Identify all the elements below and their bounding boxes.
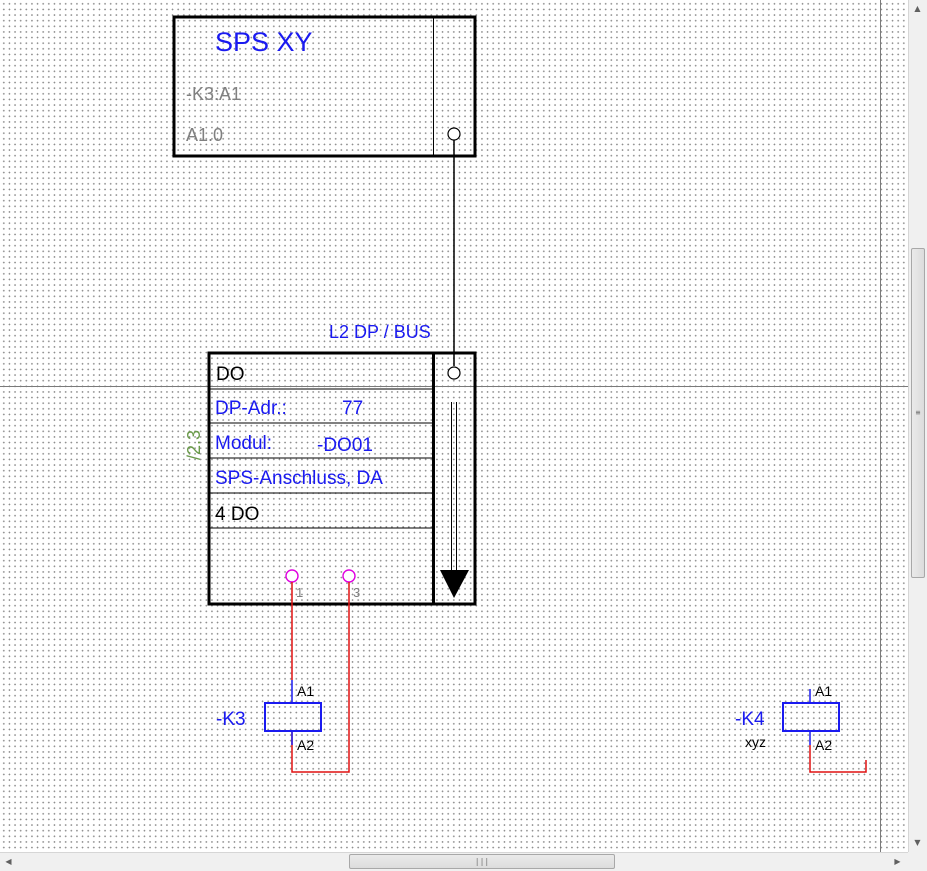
relay-k4-name: -K4 [735, 709, 765, 730]
relay-k4-a1-label: A1 [815, 683, 832, 699]
relay-k4-note: xyz [745, 734, 766, 750]
do-bus-connection-point[interactable] [447, 366, 461, 380]
relay-k3[interactable]: -K3 A1 A2 [216, 680, 322, 753]
do-modul-label: Modul: [215, 433, 272, 454]
scroll-left-arrow-icon[interactable]: ◀ [5, 857, 12, 866]
vertical-scroll-thumb[interactable]: ≡ [911, 248, 925, 578]
do-connection: SPS-Anschluss, DA [215, 468, 383, 489]
scroll-down-arrow-icon[interactable]: ▼ [914, 838, 921, 847]
do-module-frame [207, 351, 477, 606]
horizontal-scroll-thumb[interactable]: ||| [349, 854, 615, 869]
do-pin-1[interactable] [285, 569, 299, 583]
do-modul-value: -DO01 [317, 435, 373, 456]
scroll-right-arrow-icon[interactable]: ▶ [894, 857, 901, 866]
grip-icon: ≡ [915, 408, 921, 417]
wire-pin3-to-k3-a2[interactable] [291, 582, 350, 773]
sps-block-ref: -K3:A1 [186, 84, 241, 104]
relay-k3-coil [264, 702, 322, 732]
sps-block-title: SPS XY [215, 27, 313, 57]
cross-reference[interactable]: /2.3 [184, 430, 204, 460]
relay-k3-a1-label: A1 [297, 683, 314, 699]
do-dp-adr-label: DP-Adr.: [215, 398, 287, 419]
sps-block-connection-point[interactable] [447, 127, 461, 141]
relay-k4-a2-label: A2 [815, 737, 832, 753]
vertical-scrollbar[interactable]: ▲ ≡ ▼ [908, 0, 927, 852]
relay-k4-coil [782, 702, 840, 732]
sps-block[interactable]: SPS XY -K3:A1 A1.0 [172, 15, 477, 158]
do-pin-3[interactable] [342, 569, 356, 583]
wire-k4-a2[interactable] [809, 745, 867, 773]
relay-k3-a2-label: A2 [297, 737, 314, 753]
bus-label: L2 DP / BUS [329, 322, 431, 342]
scrollbar-corner [908, 852, 927, 871]
scroll-up-arrow-icon[interactable]: ▲ [914, 4, 921, 13]
relay-k3-name: -K3 [216, 709, 246, 730]
do-bus-arrow-head [440, 570, 469, 598]
sps-block-address: A1.0 [186, 125, 223, 145]
grip-icon: ||| [474, 856, 490, 866]
do-dp-adr-value: 77 [342, 398, 363, 419]
horizontal-scrollbar[interactable]: ◀ ||| ▶ [0, 852, 908, 871]
do-channels: 4 DO [215, 504, 259, 525]
do-pin-1-label: 1 [296, 585, 303, 600]
sps-block-frame [172, 15, 477, 158]
schematic-canvas[interactable]: SPS XY -K3:A1 A1.0 L2 DP / BUS DO DP-Adr… [0, 0, 909, 852]
do-pin-3-label: 3 [353, 585, 360, 600]
do-module[interactable]: DO DP-Adr.: 77 Modul: -DO01 SPS-Anschlus… [207, 351, 477, 606]
do-module-header: DO [216, 364, 245, 385]
relay-k4[interactable]: -K4 xyz A1 A2 [735, 683, 840, 753]
